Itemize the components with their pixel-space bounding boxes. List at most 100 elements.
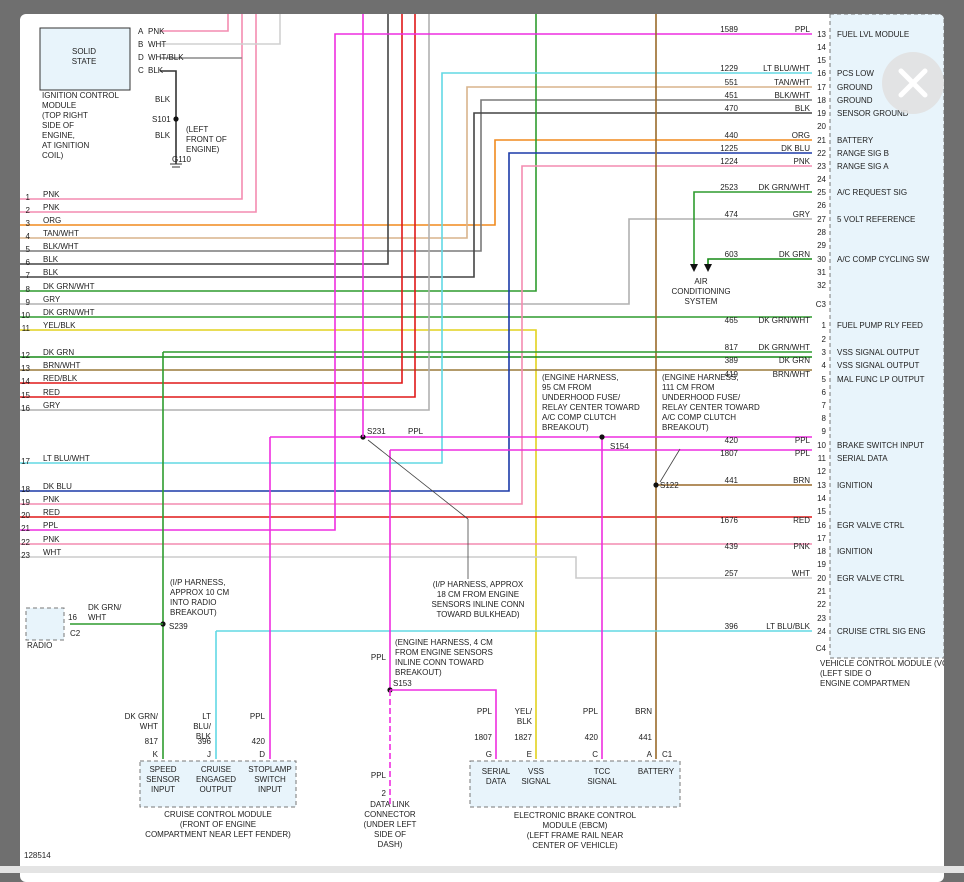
- vcm-wire: TAN/WHT: [774, 78, 810, 87]
- vcm-pin-num: 17: [817, 83, 826, 92]
- wire-7-blk: [20, 112, 812, 278]
- left-wire-label: PNK: [43, 203, 60, 212]
- vcm-pin-num: 22: [817, 149, 826, 158]
- vcm-pin-num: 32: [817, 281, 826, 290]
- vcm-wire: PPL: [795, 436, 811, 445]
- vcm-pin-num: 11: [818, 454, 827, 463]
- left-wire-num: 10: [21, 311, 30, 320]
- vcm-pin-num: 19: [817, 560, 826, 569]
- left-wire-num: 3: [26, 219, 31, 228]
- vcm-circuit: 1589: [720, 25, 738, 34]
- left-wire-label: DK GRN/WHT: [43, 282, 95, 291]
- s239-label: S239: [169, 622, 188, 631]
- component-layer: [25, 14, 944, 808]
- radio-connector: C2: [70, 629, 81, 638]
- g110-label: G110: [172, 155, 192, 164]
- vcm-pin-num: 17: [817, 534, 826, 543]
- vcm-circuit: 439: [725, 542, 739, 551]
- vcm-pin-num: 23: [817, 614, 826, 623]
- ignition-pin: D: [138, 53, 144, 62]
- vcm-pin-num: 24: [817, 175, 826, 184]
- wire-16-gry: [20, 14, 430, 411]
- ac-arrow-1: [690, 264, 698, 272]
- vcm-func: BATTERY: [837, 136, 874, 145]
- left-wire-label: PPL: [43, 521, 59, 530]
- vcm-circuit: 1676: [720, 516, 738, 525]
- ignition-pin-wire: BLK: [148, 66, 164, 75]
- vcm-pin-num: 27: [817, 215, 826, 224]
- ebcm-pin-circuit: 441: [639, 733, 653, 742]
- left-wire-num: 21: [21, 524, 30, 533]
- wire-1807-ebcm: [390, 689, 497, 759]
- vcm-pin-num: C4: [816, 644, 827, 653]
- left-wire-num: 4: [26, 232, 31, 241]
- close-icon: [898, 68, 928, 98]
- vcm-wire: GRY: [793, 210, 811, 219]
- vcm-circuit: 470: [725, 104, 739, 113]
- vcm-wire: LT BLU/BLK: [766, 622, 810, 631]
- ignition-pin: C: [138, 66, 144, 75]
- vcm-wire: PNK: [794, 157, 811, 166]
- cruise-module-box: [139, 760, 297, 808]
- left-wire-num: 5: [26, 245, 31, 254]
- vcm-wire: WHT: [792, 569, 810, 578]
- left-wire-label: RED: [43, 508, 60, 517]
- vcm-func: IGNITION: [837, 547, 873, 556]
- wire-9-gry: [20, 218, 812, 305]
- wire-ignition-a-pnk: [160, 14, 229, 32]
- vcm-circuit: 603: [725, 250, 739, 259]
- close-button[interactable]: [882, 52, 944, 114]
- wire-15-red: [20, 14, 416, 398]
- left-wire-label: WHT: [43, 548, 61, 557]
- ebcm-pin-circuit: 1827: [514, 733, 532, 742]
- ignition-pin: B: [138, 40, 143, 49]
- vcm-func: EGR VALVE CTRL: [837, 574, 905, 583]
- wire-ignition-b-wht: [160, 14, 281, 45]
- vcm-circuit: 396: [725, 622, 739, 631]
- s153-label: S153: [393, 679, 412, 688]
- vcm-func: RANGE SIG A: [837, 162, 889, 171]
- s122-label: S122: [660, 481, 679, 490]
- vcm-func: GROUND: [837, 96, 873, 105]
- vcm-pin-num: 18: [817, 547, 826, 556]
- vcm-pin-num: 28: [817, 228, 826, 237]
- wire-2523-dkgrnwht: [693, 191, 812, 264]
- vcm-pin-num: 5: [822, 375, 827, 384]
- radio-box: [25, 607, 65, 641]
- vcm-wire: RED: [793, 516, 810, 525]
- ignition-module-box: [39, 27, 131, 91]
- vcm-pin-num: 21: [817, 587, 826, 596]
- vcm-pin-num: 7: [822, 401, 827, 410]
- cruise-pin-wire: PPL: [250, 712, 266, 721]
- vcm-func: GROUND: [837, 83, 873, 92]
- bottom-scrollbar[interactable]: [0, 866, 964, 873]
- leader-s231: [367, 439, 469, 520]
- vcm-func: 5 VOLT REFERENCE: [837, 215, 915, 224]
- vcm-circuit: 551: [725, 78, 739, 87]
- vcm-func: MAL FUNC LP OUTPUT: [837, 375, 925, 384]
- drawing-number: 128514: [24, 851, 51, 860]
- radio-pin: 16: [68, 613, 77, 622]
- vcm-circuit: 1229: [720, 64, 738, 73]
- wire-layer: [20, 14, 812, 804]
- cruise-pin-letter: J: [207, 750, 211, 759]
- wire-18-dkblu: [20, 152, 812, 492]
- vcm-pin-num: 31: [817, 268, 826, 277]
- vcm-circuit: 419: [725, 370, 739, 379]
- left-wire-label: BLK: [43, 255, 59, 264]
- left-wire-num: 8: [26, 285, 31, 294]
- cruise-pin-circuit: 420: [252, 737, 266, 746]
